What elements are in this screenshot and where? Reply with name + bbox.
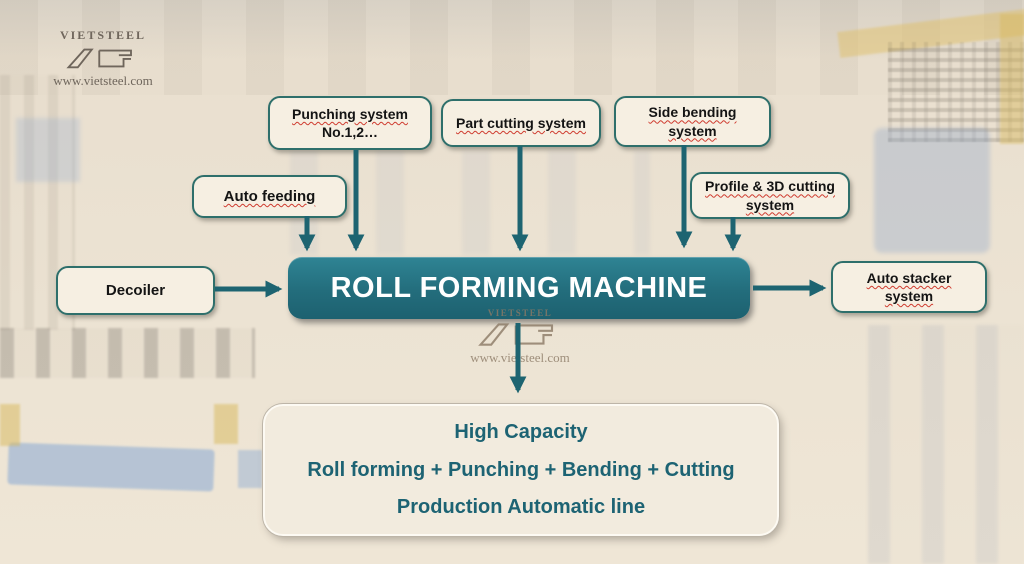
logo-website-text: www.vietsteel.com	[53, 73, 153, 88]
node-label: No.1,2…	[321, 124, 378, 140]
bg-yellow-spool-right	[214, 404, 238, 444]
bg-roller-row	[0, 328, 255, 378]
watermark-profile-icon	[478, 323, 554, 346]
vietsteel-watermark: VIETSTEEL www.vietsteel.com	[452, 308, 588, 366]
center-node-label: ROLL FORMING MACHINE	[330, 271, 708, 304]
bg-blue-beam-segment	[238, 450, 262, 488]
node-decoiler: Decoiler	[56, 266, 215, 315]
vietsteel-logo: VIETSTEEL www.vietsteel.com	[44, 28, 162, 89]
node-side-bending-system: Side bending system	[614, 96, 771, 147]
node-label: Auto stacker	[866, 269, 952, 286]
node-auto-feeding: Auto feeding	[192, 175, 347, 218]
node-label: Side bending	[648, 104, 737, 121]
node-label: Auto feeding	[223, 187, 316, 205]
bg-blue-beam	[7, 442, 215, 492]
vietsteel-profile-icon	[66, 48, 132, 69]
node-label: Decoiler	[105, 281, 166, 299]
node-label: Punching system	[292, 105, 408, 122]
bg-yellow-spool-left	[0, 404, 20, 446]
logo-brand-text: VIETSTEEL	[59, 28, 147, 42]
node-punching-system: Punching system No.1,2…	[268, 96, 432, 150]
bg-yellow-beam	[1000, 14, 1024, 144]
node-part-cutting-system: Part cutting system	[441, 99, 601, 147]
watermark-website-text: www.vietsteel.com	[470, 350, 570, 365]
bg-blue-machine-right	[874, 128, 990, 253]
node-label: system	[745, 196, 795, 213]
summary-box: High Capacity Roll forming + Punching + …	[263, 404, 779, 536]
bg-grid-panel	[888, 42, 1024, 142]
bg-blue-machine-left	[16, 118, 80, 182]
node-auto-stacker-system: Auto stacker system	[831, 261, 987, 313]
summary-line-2: Roll forming + Punching + Bending + Cutt…	[307, 458, 735, 481]
node-profile-3d-cutting-system: Profile & 3D cutting system	[690, 172, 850, 219]
summary-line-3: Production Automatic line	[396, 496, 646, 519]
watermark-brand-text: VIETSTEEL	[487, 308, 553, 318]
node-label: Profile & 3D cutting	[705, 178, 835, 195]
node-label: Part cutting system	[456, 114, 586, 131]
node-label: system	[668, 122, 717, 139]
node-roll-forming-machine: ROLL FORMING MACHINE	[288, 257, 750, 319]
bg-machinery-right-lower	[868, 325, 1024, 564]
summary-line-1: High Capacity	[454, 420, 588, 443]
node-label: system	[884, 288, 934, 304]
